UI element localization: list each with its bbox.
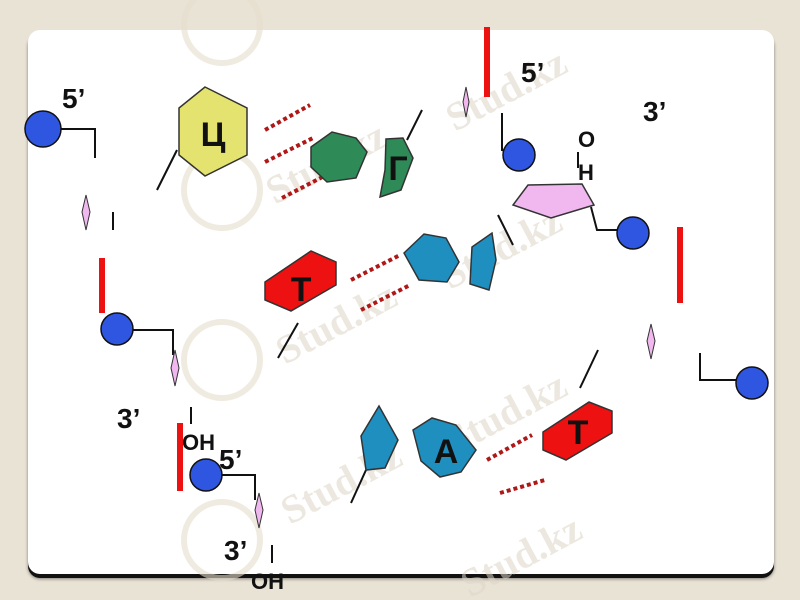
adenine-icon (412, 417, 477, 478)
guanine-letter: Г (388, 150, 407, 188)
hydrogen-bond (264, 135, 316, 164)
cytosine-icon (178, 86, 248, 177)
watermark-text: Stud.kz (438, 39, 574, 140)
label-hydroxyl: OH (251, 569, 284, 594)
label-three-prime: 3’ (643, 96, 666, 127)
base-thymine-top: Т (264, 250, 337, 312)
watermark-text: Stud.kz (453, 505, 589, 600)
deoxy-marker-icon (462, 86, 470, 118)
cytosine-letter: Ц (201, 116, 226, 154)
hydrogen-bond (486, 433, 533, 462)
adenine-icon (403, 233, 460, 283)
base-adenine-bottom: А (360, 404, 477, 478)
slide-panel (28, 30, 774, 574)
phosphate-icon (100, 312, 134, 346)
sugar-link (156, 149, 178, 191)
sugar-link (579, 349, 599, 389)
watermark-logo (181, 0, 263, 66)
label-three-prime: 3’ (224, 535, 247, 566)
hydrogen-bond (360, 283, 411, 312)
watermark-logo (181, 499, 263, 581)
deoxy-marker-icon (254, 492, 264, 529)
phosphate-icon (502, 138, 536, 172)
label-five-prime: 5’ (521, 57, 544, 88)
sugar-link (350, 469, 367, 504)
adenine-letter: А (434, 433, 459, 471)
guanine-icon (310, 131, 368, 183)
adenine-icon (469, 231, 497, 291)
phosphate-link (60, 128, 96, 158)
watermark-logo (181, 319, 263, 401)
thymine-bottom-letter: Т (568, 414, 589, 452)
hydrogen-bonds (264, 103, 546, 495)
bond-markers (99, 27, 683, 491)
base-cytosine: Ц (178, 86, 248, 177)
hydrogen-bond (281, 170, 333, 200)
phosphate-link (699, 353, 736, 381)
phosphate-icon (189, 458, 223, 492)
label-five-prime: 5’ (62, 83, 85, 114)
phosphate-link (218, 474, 256, 500)
hydrogen-bond (264, 103, 311, 132)
thymine-icon (542, 401, 613, 461)
adenine-icon (360, 404, 399, 471)
phosphate-icon (616, 216, 650, 250)
label-hydroxyl-o: O (578, 127, 595, 152)
deoxy-marker-icon (81, 194, 91, 231)
label-three-prime: 3’ (117, 403, 140, 434)
thymine-icon (264, 250, 337, 312)
base-thymine-bottom: Т (542, 401, 613, 461)
deoxy-marker-icon (646, 323, 656, 360)
label-five-prime: 5’ (219, 444, 242, 475)
phosphate-icon (735, 366, 769, 400)
backbone-lines (60, 109, 736, 563)
hydrogen-bond (350, 253, 401, 282)
guanine-icon (379, 137, 414, 199)
phosphate-link (130, 329, 174, 355)
deoxy-markers (81, 86, 656, 529)
end-labels: 5’ 5’ 3’ 3’ 5’ 3’ OH OH O H (62, 57, 666, 594)
base-adenine-top (403, 231, 497, 291)
watermark-layer: Stud.kz Stud.kz Stud.kz Stud.kz Stud.kz … (181, 0, 589, 600)
phosphates (24, 110, 769, 492)
sugar-link (406, 109, 423, 141)
phosphate-link (590, 206, 620, 231)
hydrogen-bond (499, 478, 546, 495)
thymine-top-letter: Т (291, 271, 312, 309)
sugar-link (497, 214, 514, 246)
label-hydroxyl-h: H (578, 160, 594, 185)
deoxy-marker-icon (170, 349, 180, 387)
label-hydroxyl: OH (182, 430, 215, 455)
base-guanine: Г (310, 131, 414, 199)
ribose-icon (511, 183, 596, 219)
sugar-link (277, 322, 299, 359)
phosphate-icon (24, 110, 62, 148)
